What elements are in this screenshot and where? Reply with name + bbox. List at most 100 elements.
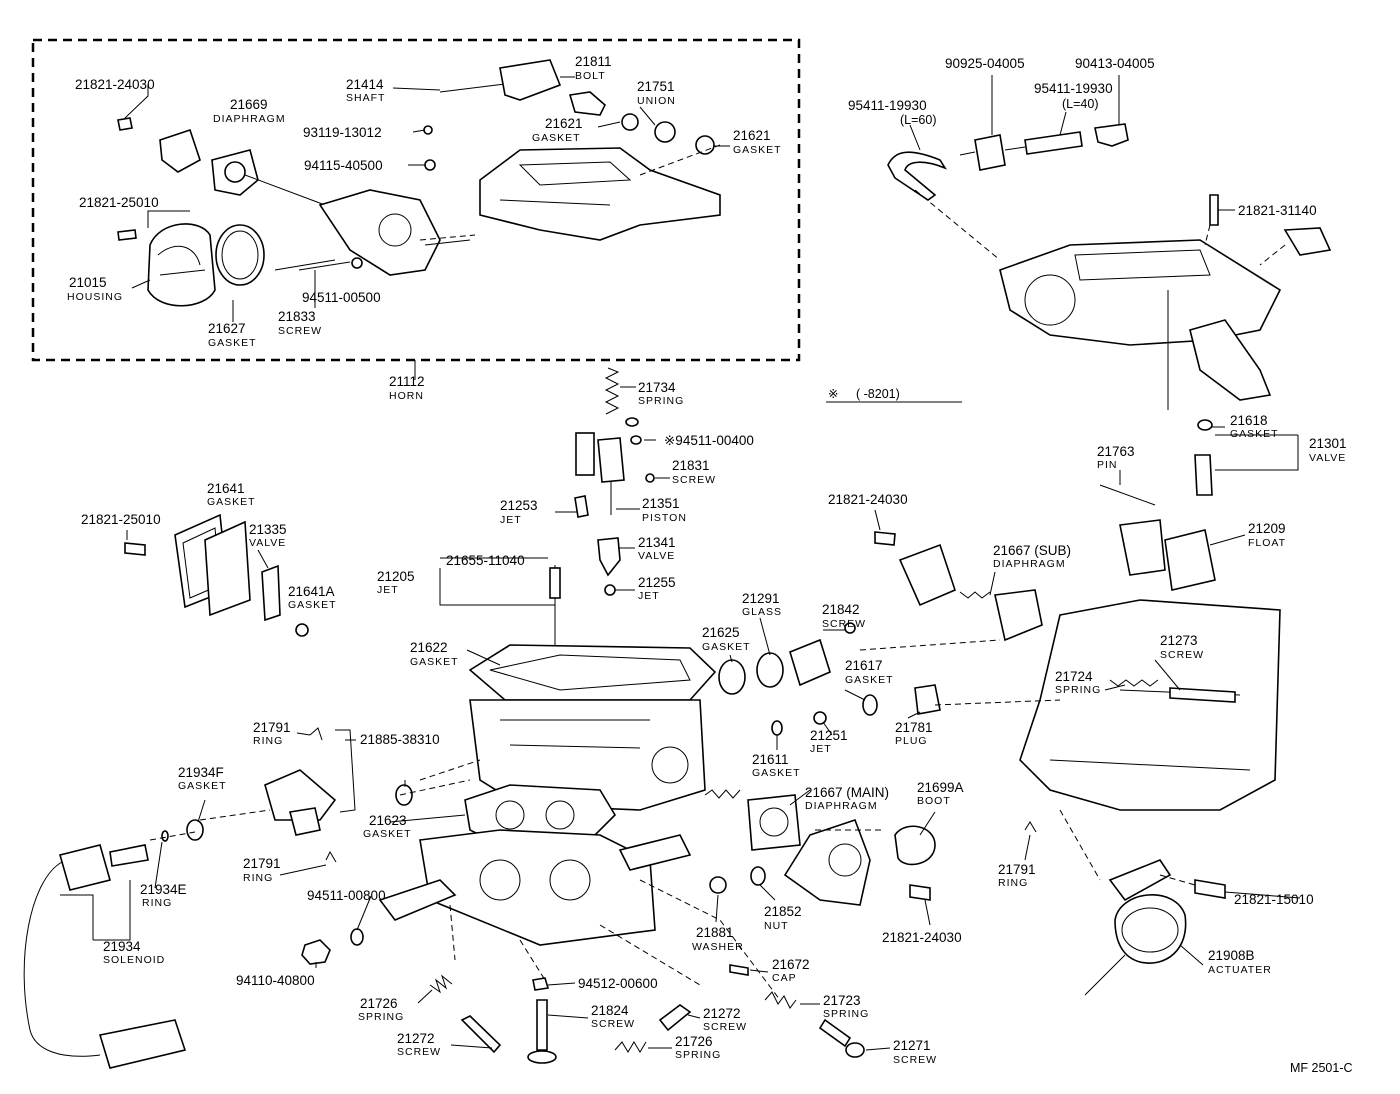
callout-name: WASHER bbox=[692, 941, 744, 953]
note-text: ( -8201) bbox=[856, 387, 900, 401]
callout-name: VALVE bbox=[638, 550, 675, 562]
callout-number: 21667 (SUB) bbox=[993, 543, 1071, 558]
float-21209-part bbox=[1119, 519, 1166, 576]
callout-number: 21791 bbox=[998, 862, 1036, 877]
callout-name: SPRING bbox=[1055, 684, 1101, 696]
callout-number: 21934F bbox=[178, 765, 224, 780]
callout-number: 21672 bbox=[772, 957, 810, 972]
callout-name: SCREW bbox=[397, 1046, 441, 1058]
bolt-part bbox=[568, 91, 606, 116]
callout-name: GASKET bbox=[178, 780, 227, 792]
callout-name: DIAPHRAGM bbox=[993, 558, 1066, 570]
callout-name: SCREW bbox=[1160, 649, 1204, 661]
solenoid-connector-part bbox=[98, 1019, 187, 1069]
spring-21726-left-part bbox=[429, 974, 453, 994]
callout-name: ACTUATER bbox=[1208, 964, 1272, 976]
figure-code: MF 2501-C bbox=[1290, 1061, 1353, 1075]
callout-name: SCREW bbox=[278, 325, 322, 337]
callout-number: 21791 bbox=[253, 720, 291, 735]
callout-number: 21763 bbox=[1097, 444, 1135, 459]
housing-part bbox=[147, 223, 216, 307]
solenoid-wire-part bbox=[23, 861, 101, 1057]
sub-diaphragm-group bbox=[874, 419, 1281, 811]
callout-number: 21621 bbox=[733, 128, 771, 143]
callout-number: 21625 bbox=[702, 625, 740, 640]
throttle-body-group bbox=[301, 784, 749, 991]
callout-number: 21781 bbox=[895, 720, 933, 735]
callout-name: PLUG bbox=[895, 735, 928, 747]
callout-number: 21669 bbox=[230, 97, 268, 112]
piston-column-group bbox=[574, 367, 655, 596]
callout-number: 21255 bbox=[638, 575, 676, 590]
callout-name: GASKET bbox=[207, 496, 256, 508]
callout-number: 21699A bbox=[917, 780, 964, 795]
callout-number: 21726 bbox=[675, 1034, 713, 1049]
boot-21699a-part bbox=[894, 825, 936, 866]
callout-number: 21623 bbox=[369, 813, 407, 828]
callout-number: 21723 bbox=[823, 993, 861, 1008]
carb-body-group bbox=[395, 565, 941, 811]
callout-number: 21852 bbox=[764, 904, 802, 919]
actuator-body-part bbox=[1114, 894, 1187, 964]
callout-number: 21831 bbox=[672, 458, 710, 473]
screw-21271-part bbox=[818, 1018, 852, 1048]
callout-name: GLASS bbox=[742, 606, 782, 618]
callout-name: VALVE bbox=[1309, 452, 1346, 464]
main-diaphragm-group bbox=[704, 789, 936, 906]
valve-21341-part bbox=[597, 537, 621, 577]
callout-number: 21821-25010 bbox=[81, 512, 161, 527]
callout-number: 21821-15010 bbox=[1234, 892, 1314, 907]
callout-number: 21724 bbox=[1055, 669, 1093, 684]
callout-name: VALVE bbox=[249, 537, 286, 549]
callout-number: 93119-13012 bbox=[303, 125, 382, 140]
callout-name: CAP bbox=[772, 972, 797, 984]
callout-number: 21112 bbox=[389, 374, 425, 389]
carb-main-body-part bbox=[469, 699, 706, 811]
callout-number: 21908B bbox=[1208, 948, 1255, 963]
callout-name: SCREW bbox=[672, 474, 716, 486]
callout-number: 21833 bbox=[278, 309, 316, 324]
callout-number: 21821-24030 bbox=[75, 77, 155, 92]
callout-number: 21726 bbox=[360, 996, 398, 1011]
callout-number: 21618 bbox=[1230, 413, 1268, 428]
carb-base-right-part bbox=[1019, 599, 1281, 811]
throttle-body-part bbox=[419, 829, 656, 946]
horn-assembly-group bbox=[31, 38, 801, 362]
callout-number: 21272 bbox=[397, 1031, 435, 1046]
callout-number: 94511-00800 bbox=[307, 888, 386, 903]
actuator-group bbox=[1024, 821, 1226, 996]
callout-name: HOUSING bbox=[67, 291, 123, 303]
callout-name: SHAFT bbox=[346, 92, 385, 104]
callout-name: (L=40) bbox=[1062, 97, 1098, 111]
callout-number: 21251 bbox=[810, 728, 848, 743]
solenoid-group bbox=[23, 844, 187, 1069]
callout-name: GASKET bbox=[288, 599, 337, 611]
callout-name: SCREW bbox=[591, 1018, 635, 1030]
main-diaphragm-part bbox=[747, 794, 801, 851]
valve-21301-part bbox=[1194, 454, 1213, 496]
callout-number: 21842 bbox=[822, 602, 860, 617]
callout-number: 21811 bbox=[575, 54, 612, 69]
callout-number: 21934E bbox=[140, 882, 187, 897]
callout-name: RING bbox=[253, 735, 283, 747]
callout-name: JET bbox=[500, 514, 522, 526]
callout-number: 21341 bbox=[638, 535, 676, 550]
callout-name: GASKET bbox=[733, 144, 782, 156]
callout-number: 94511-00500 bbox=[302, 290, 381, 305]
callout-number: 94512-00600 bbox=[578, 976, 658, 991]
callout-name: SPRING bbox=[638, 395, 684, 407]
carb-top-part bbox=[999, 239, 1282, 346]
callout-number: 21821-24030 bbox=[882, 930, 962, 945]
callout-number: 90925-04005 bbox=[945, 56, 1025, 71]
callout-name: UNION bbox=[637, 95, 676, 107]
carb-cover-part bbox=[479, 147, 721, 241]
piston-part bbox=[597, 437, 625, 483]
callout-number: 21824 bbox=[591, 1003, 629, 1018]
callout-number: 21641A bbox=[288, 584, 335, 599]
callout-name: RING bbox=[142, 897, 172, 909]
callout-name: GASKET bbox=[702, 641, 751, 653]
callout-name: SCREW bbox=[893, 1054, 937, 1066]
linkage-arm-part bbox=[264, 769, 337, 821]
fuel-filter-part bbox=[974, 134, 1006, 171]
